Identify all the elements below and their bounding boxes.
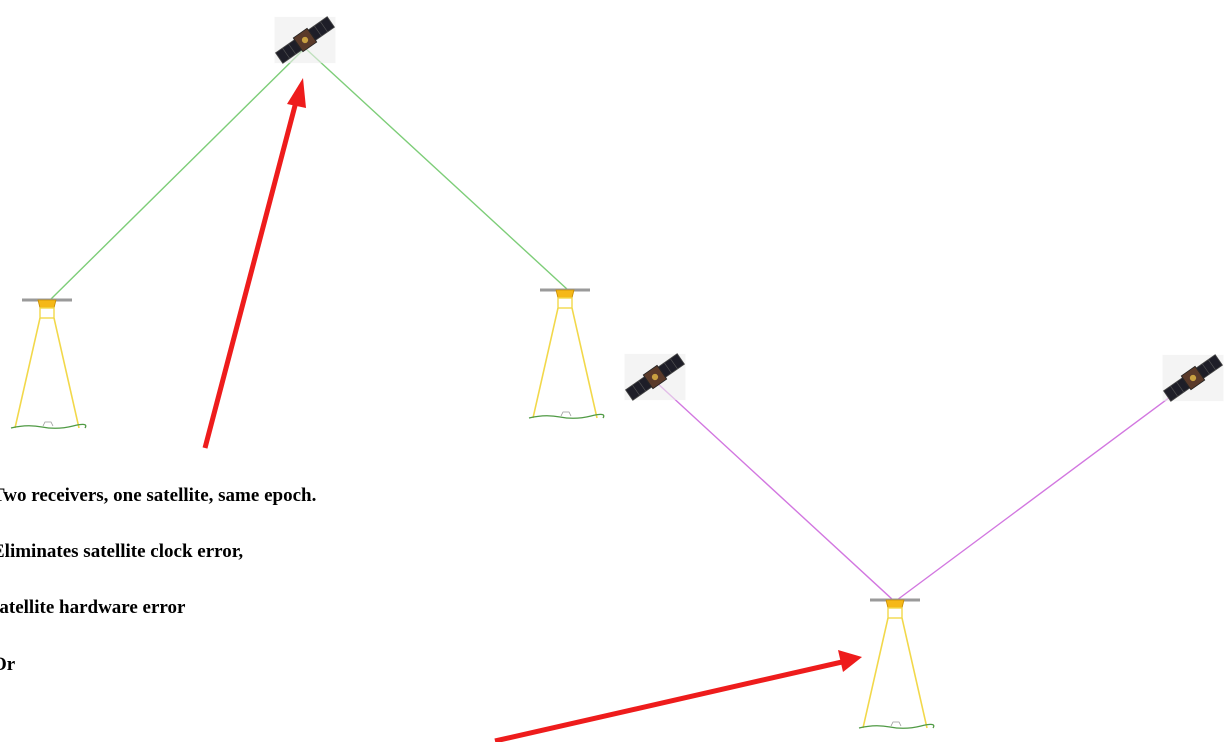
signal-line-sat-left (655, 381, 894, 601)
single-receiver-group (623, 351, 1224, 730)
satellite-icon (273, 14, 337, 66)
receiver-icon (858, 597, 935, 730)
single-satellite-group (10, 14, 605, 430)
signal-line-left (49, 47, 306, 301)
receiver-left-icon (10, 297, 87, 430)
arrow-to-receiver (494, 650, 862, 742)
receiver-right-icon (528, 287, 605, 420)
caption-line-1: Two receivers, one satellite, same epoch… (0, 485, 317, 506)
satellite-left-icon (623, 351, 687, 403)
caption-line-2: Eliminates satellite clock error, (0, 541, 244, 562)
satellite-right-icon (1161, 352, 1224, 404)
caption-line-3: satellite hardware error (0, 597, 186, 618)
signal-line-right (304, 47, 569, 291)
arrow-to-satellite (202, 78, 306, 449)
signal-line-sat-right (896, 379, 1194, 601)
caption-line-4: Or (0, 654, 16, 675)
